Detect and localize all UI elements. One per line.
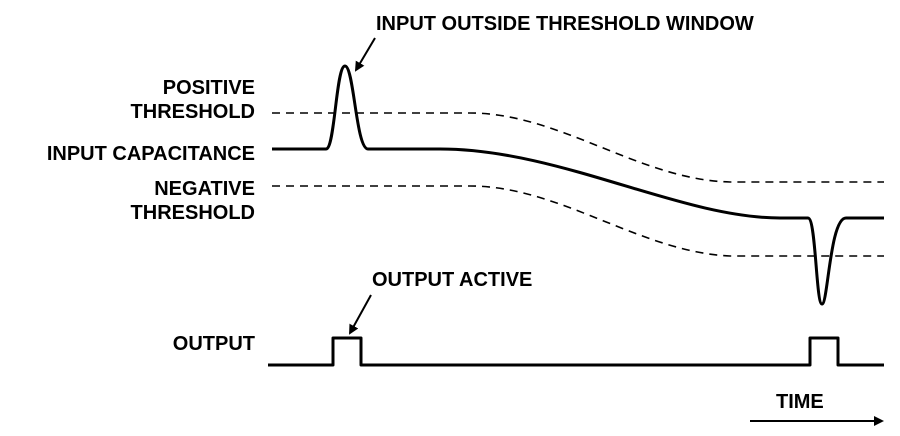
input-outside-window-annotation: INPUT OUTSIDE THRESHOLD WINDOW — [376, 13, 754, 35]
negative-threshold-label-line1: NEGATIVE — [154, 178, 255, 200]
output-signal — [268, 336, 884, 367]
input-capacitance-label: INPUT CAPACITANCE — [47, 143, 255, 165]
negative-threshold-line — [272, 185, 884, 257]
output-active-arrow — [349, 294, 372, 335]
time-label: TIME — [776, 391, 824, 413]
positive-threshold-label-line1: POSITIVE — [163, 77, 255, 99]
input-outside-window-arrow — [354, 37, 376, 72]
input-capacitance-signal — [272, 64, 884, 306]
output-label: OUTPUT — [173, 333, 255, 355]
output-active-annotation: OUTPUT ACTIVE — [372, 269, 532, 291]
positive-threshold-label-line2: THRESHOLD — [131, 101, 255, 123]
negative-threshold-label-line2: THRESHOLD — [131, 202, 255, 224]
